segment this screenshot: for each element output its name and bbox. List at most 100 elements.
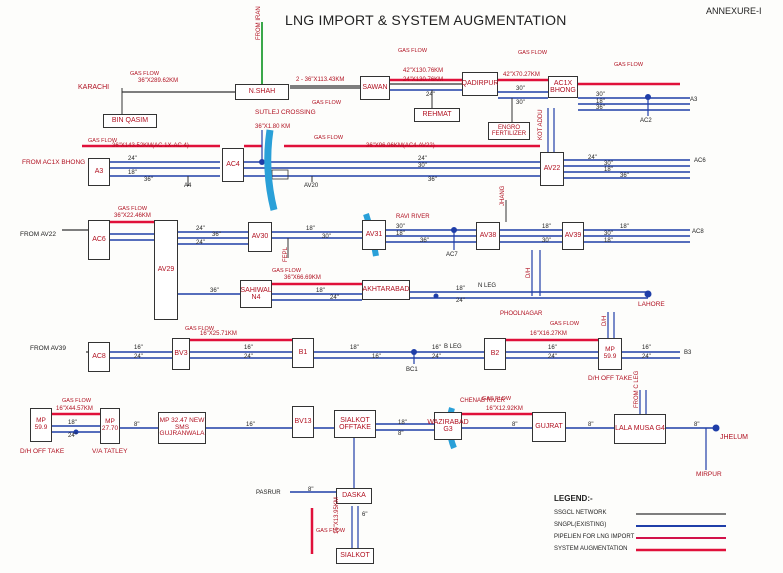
diameter-label: 8"	[694, 422, 700, 428]
from-av39-label: FROM AV39	[30, 345, 67, 352]
diameter-label: 24"	[244, 354, 253, 360]
diameter-label: 24"	[432, 354, 441, 360]
diameter-label: 36"	[420, 238, 429, 244]
av22-box: AV22	[540, 152, 564, 186]
gas-flow-label: GAS FLOW	[314, 135, 344, 141]
pipe-label: 36"X1.80 KM	[255, 124, 291, 130]
pasrur-label: PASRUR	[256, 490, 281, 496]
diameter-label: 8"	[512, 422, 518, 428]
ac7-label: AC7	[446, 252, 458, 258]
qadirpur-box: QADIRPUR	[462, 72, 498, 96]
jhelum-label: JHELUM	[720, 434, 749, 441]
gas-flow-label: GAS FLOW	[272, 268, 302, 274]
pipe-label: 16"X12.92KM	[486, 406, 523, 412]
diameter-label: 18"	[350, 345, 359, 351]
diameter-label: 16"	[642, 345, 651, 351]
annexure-label: ANNEXURE-I	[706, 6, 762, 16]
from-av22-label: FROM AV22	[20, 231, 57, 238]
bv3-box: BV3	[172, 338, 190, 370]
diameter-label: 36"	[428, 177, 437, 183]
ac2-label: AC2	[640, 118, 652, 124]
diameter-label: 24"	[642, 354, 651, 360]
pipe-label: 16"X16.27KM	[530, 331, 567, 337]
a3-box: A3	[88, 158, 110, 186]
legend-item: SSGCL NETWORK	[554, 510, 607, 516]
pipe-label: 36"X143.52KM(AC 1X-AC 4)	[112, 143, 189, 149]
diameter-label: 16"	[246, 422, 255, 428]
pipe-label: 2 - 36"X113.43KM	[296, 77, 345, 83]
diameter-label: 36"	[212, 232, 221, 238]
diameter-label: 18"	[620, 224, 629, 230]
diameter-label: 30"	[604, 161, 613, 167]
diameter-label: 36"	[620, 173, 629, 179]
av39-box: AV39	[562, 222, 584, 250]
ac6-end-label: AC6	[694, 158, 706, 164]
av31-box: AV31	[362, 220, 386, 250]
bin-qasim-box: BIN QASIM	[103, 114, 157, 128]
diameter-label: 18"	[456, 286, 465, 292]
pipe-label: 36"X96.96KM(AC4-AV22)	[366, 143, 435, 149]
diameter-label: 16"	[432, 345, 441, 351]
av29-box: AV29	[154, 220, 178, 320]
gas-flow-label: GAS FLOW	[118, 206, 148, 212]
diameter-label: 18"	[68, 420, 77, 426]
diameter-label: 16"	[134, 345, 143, 351]
diameter-label: 18"	[306, 226, 315, 232]
row2-pipelines	[82, 130, 690, 186]
gas-flow-label: GAS FLOW	[185, 326, 215, 332]
sialkot-offtake-box: SIALKOT OFFTAKE	[334, 410, 376, 438]
from-ac1x-label: FROM AC1X BHONG	[22, 159, 86, 166]
pipe-label: 36"X22.46KM	[114, 213, 151, 219]
diameter-label: 36"	[144, 177, 153, 183]
diameter-label: 18"	[596, 99, 605, 105]
bc1-label: BC1	[406, 367, 418, 373]
ac4-box: AC4	[222, 148, 244, 182]
dh-offtake-label: D/H OFF TAKE	[20, 448, 65, 455]
gas-flow-label: GAS FLOW	[88, 138, 118, 144]
from-iran-label: FROM IRAN	[256, 6, 262, 40]
gas-flow-label: GAS FLOW	[398, 48, 428, 54]
diameter-label: 24"	[128, 156, 137, 162]
b1-box: B1	[292, 338, 314, 368]
row3-pipelines	[62, 200, 690, 296]
diameter-label: 24"	[548, 354, 557, 360]
diameter-label: 8"	[134, 422, 140, 428]
pipe-label: 16"X44.57KM	[56, 406, 93, 412]
gas-flow-label: GAS FLOW	[312, 100, 342, 106]
diameter-label: 36"	[210, 288, 219, 294]
diameter-label: 24"	[588, 155, 597, 161]
diameter-label: 36"	[596, 105, 605, 111]
page-title: LNG IMPORT & SYSTEM AUGMENTATION	[285, 12, 567, 28]
sahiwal-box: SAHIWAL N4	[240, 280, 272, 308]
nshah-box: N.SHAH	[235, 84, 289, 100]
bv13-box: BV13	[292, 406, 314, 438]
row4-pipelines	[86, 312, 680, 364]
gas-flow-label: GAS FLOW	[130, 71, 160, 77]
sutlej-river	[264, 129, 278, 211]
diameter-label: 18"	[604, 238, 613, 244]
sawan-box: SAWAN	[360, 76, 390, 100]
gas-flow-label: GAS FLOW	[482, 396, 512, 402]
pipe-label: 24"X130.76KM	[403, 77, 444, 83]
dh-offtake-label: D/H OFF TAKE	[588, 375, 633, 382]
b3-label: B3	[684, 350, 692, 356]
lahore-label: LAHORE	[638, 301, 665, 308]
diameter-label: 30"	[596, 92, 605, 98]
diameter-label: 18"	[128, 170, 137, 176]
sahiwal-pipelines	[178, 282, 652, 301]
gas-flow-label: GAS FLOW	[518, 50, 548, 56]
diameter-label: 8"	[308, 487, 314, 493]
gas-flow-label: GAS FLOW	[316, 528, 346, 534]
legend-item: PIPELIEN FOR LNG IMPORT	[554, 534, 635, 540]
rehmat-box: REHMAT	[414, 108, 460, 122]
b2-box: B2	[484, 338, 506, 370]
va-tatley-label: V/A TATLEY	[92, 448, 128, 455]
ac8-box: AC8	[88, 342, 110, 372]
mp599-box: MP 59.9	[30, 408, 52, 442]
mp3247-box: MP 32.47 NEW SMS GUJRANWALA	[158, 412, 206, 444]
diameter-label: 18"	[398, 420, 407, 426]
mirpur-label: MIRPUR	[696, 471, 722, 478]
pipe-label: 42"X130.76KM	[403, 68, 444, 74]
gas-flow-label: GAS FLOW	[614, 62, 644, 68]
